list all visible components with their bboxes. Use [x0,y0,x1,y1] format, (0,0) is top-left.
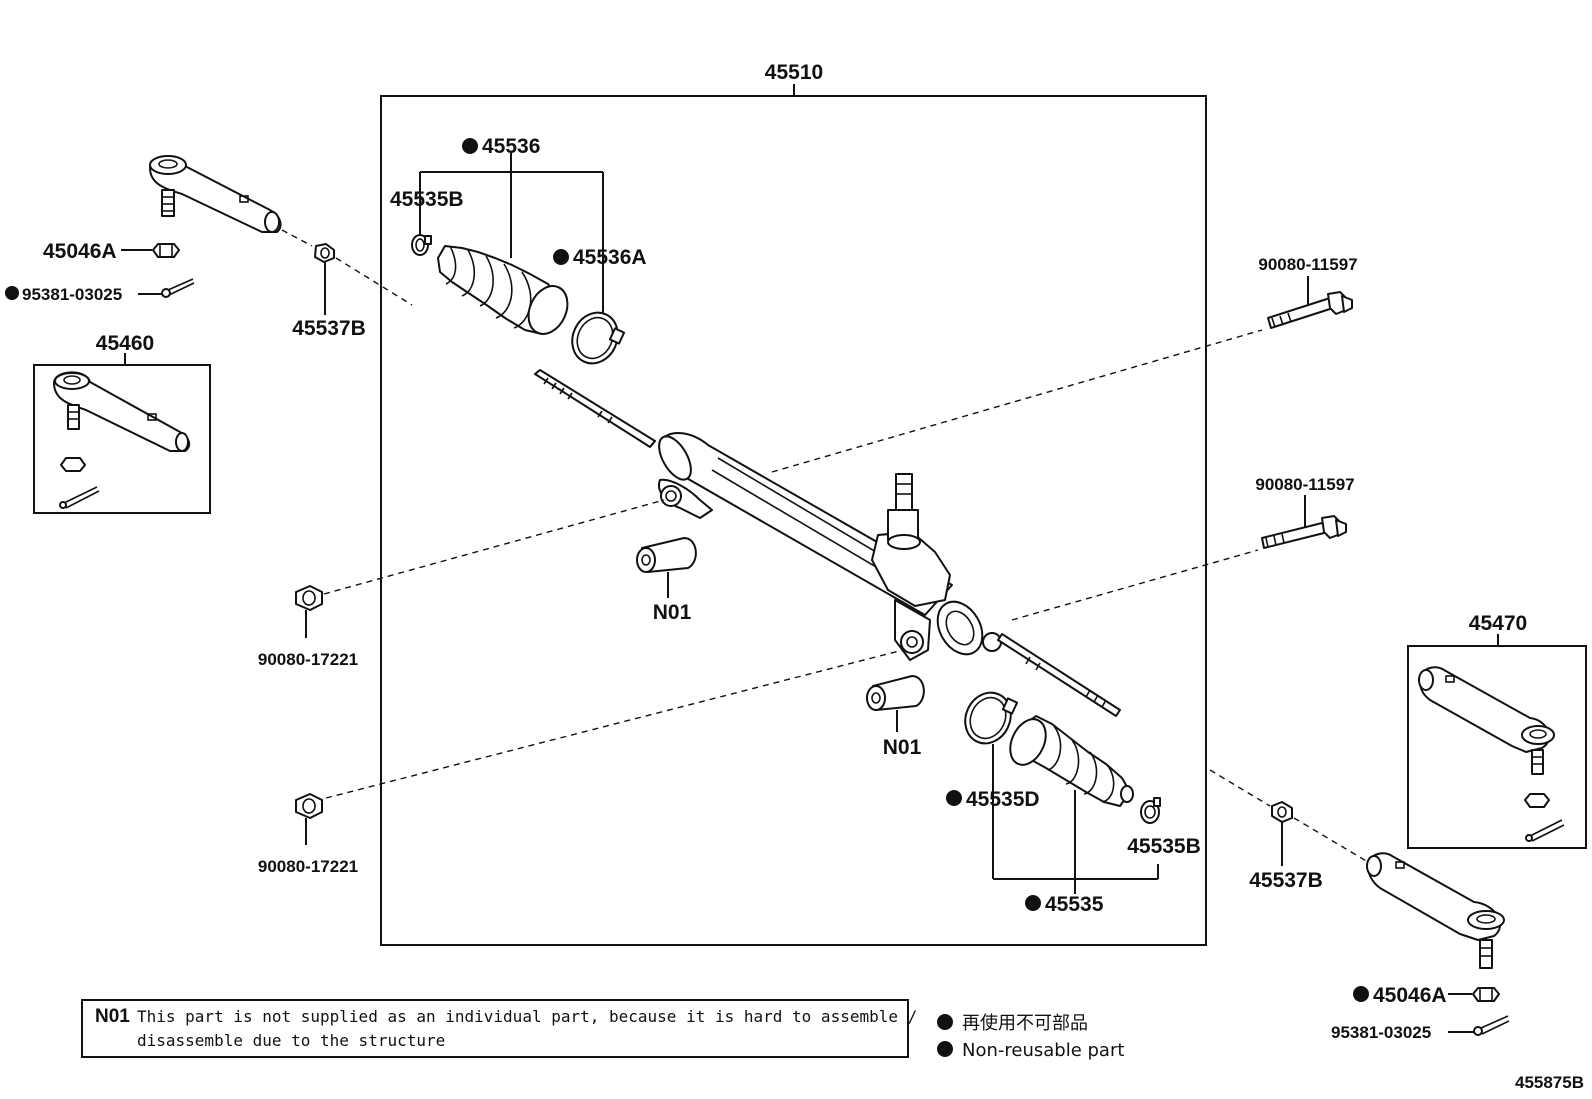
label-bolt-upper[interactable]: 90080-11597 [1258,255,1357,274]
label-boot-left[interactable]: 45536 [482,135,540,158]
label-assembly[interactable]: 45510 [765,61,823,84]
clamp-right-small-part[interactable] [1140,797,1161,824]
cotter-pin-right-part[interactable] [1448,1015,1510,1036]
label-small-nut-left[interactable]: 45537B [292,317,366,340]
note-box [81,999,909,1058]
inset-tie-rod-left [33,364,211,514]
label-cotter-left[interactable]: 95381-03025 [22,285,122,304]
label-nut-left[interactable]: 45046A [43,240,117,263]
nut-right-part[interactable] [1472,987,1500,1002]
clamp-left-small-part[interactable] [411,234,432,256]
label-tie-rod-end-right[interactable]: 45470 [1469,612,1527,635]
label-boot-right[interactable]: 45535 [1045,893,1104,916]
label-clamp-left-small[interactable]: 45535B [390,188,464,211]
mount-nut-lower-part[interactable] [295,793,323,819]
label-clamp-right-small[interactable]: 45535B [1127,835,1201,858]
boot-left-part[interactable] [437,245,575,340]
label-clamp-left-large[interactable]: 45536A [573,246,647,269]
label-bushing-left[interactable]: N01 [653,601,692,624]
steering-rack-part[interactable] [534,369,1121,717]
boot-right-part[interactable] [1003,713,1134,807]
label-tie-rod-end-left[interactable]: 45460 [96,332,154,355]
mount-nut-upper-part[interactable] [295,585,323,611]
tie-rod-end-left-part[interactable] [149,155,282,233]
clamp-left-large-part[interactable] [564,305,626,371]
label-nut-right[interactable]: 45046A [1373,984,1447,1007]
clamp-right-large-part[interactable] [957,685,1019,751]
note-code: N01 [95,1006,130,1027]
label-cotter-right[interactable]: 95381-03025 [1331,1023,1431,1042]
bushing-right-part[interactable] [866,675,925,711]
label-mount-nut-upper[interactable]: 90080-17221 [258,650,358,669]
bolt-upper-part[interactable] [1267,291,1353,329]
legend-japanese: 再使用不可部品 [962,1013,1088,1034]
label-bushing-right[interactable]: N01 [883,736,922,759]
note-line-1: This part is not supplied as an individu… [137,1007,917,1026]
tie-rod-end-right-part[interactable] [1366,852,1505,969]
diagram-id: 455875B [1515,1073,1584,1092]
legend-dot-en [937,1041,953,1057]
small-nut-right-part[interactable] [1271,801,1293,823]
label-clamp-right-large[interactable]: 45535D [966,788,1040,811]
cotter-pin-left-part[interactable] [138,278,195,298]
label-mount-nut-lower[interactable]: 90080-17221 [258,857,358,876]
inset-right-tie-rod-part[interactable] [1418,666,1565,842]
label-small-nut-right[interactable]: 45537B [1249,869,1323,892]
nut-left-part[interactable] [152,243,180,258]
label-bolt-lower[interactable]: 90080-11597 [1255,475,1354,494]
inset-left-tie-rod-part[interactable] [53,371,191,509]
bushing-left-part[interactable] [636,537,697,573]
small-nut-left-part[interactable] [314,243,335,263]
legend-english: Non-reusable part [962,1040,1124,1061]
legend-dot-jp [937,1014,953,1030]
note-line-2: disassemble due to the structure [137,1031,445,1050]
